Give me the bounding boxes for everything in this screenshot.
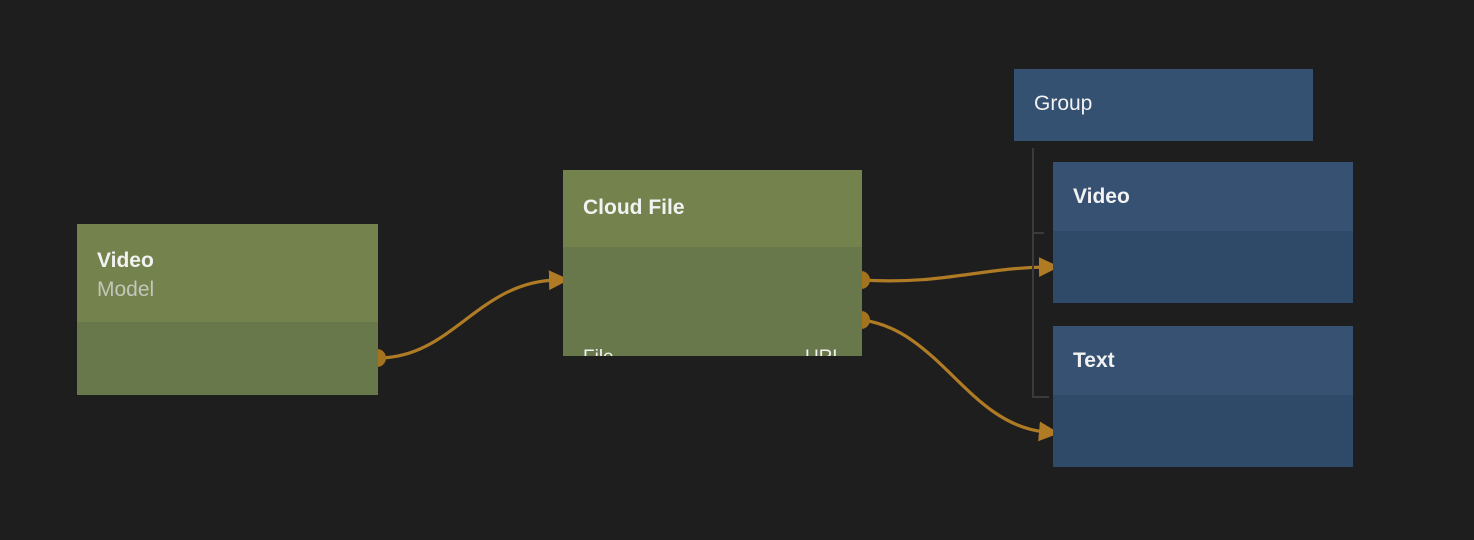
output-socket-label-url[interactable]: URL [805, 348, 843, 356]
node-text-scene-body: Text [1053, 395, 1353, 467]
node-cloud-file[interactable]: Cloud File File URL Name [563, 170, 862, 356]
node-video-scene-body: Source [1053, 231, 1353, 303]
node-text-scene-header[interactable]: Text [1053, 326, 1353, 395]
node-cloud-file-body: File URL Name [563, 247, 862, 356]
node-video-model-subtitle: Model [97, 279, 154, 300]
node-video-scene-header[interactable]: Video [1053, 162, 1353, 231]
node-video-model-body: file [77, 322, 378, 395]
node-video-scene-title: Video [1073, 186, 1130, 207]
node-video-model-title: Video [97, 250, 154, 271]
tree-trunk-line [1032, 148, 1034, 398]
node-cloud-file-header[interactable]: Cloud File [563, 170, 862, 247]
node-video-scene[interactable]: Video Source [1053, 162, 1353, 303]
node-group-title: Group [1034, 93, 1092, 114]
node-group[interactable]: Group [1014, 69, 1313, 141]
node-video-model-header[interactable]: Video Model [77, 224, 378, 322]
connection-url-to-source [862, 267, 1046, 281]
connection-name-to-text [862, 320, 1046, 432]
node-text-scene-title: Text [1073, 350, 1115, 371]
node-video-model[interactable]: Video Model file [77, 224, 378, 395]
input-socket-label-file[interactable]: File [583, 348, 614, 356]
node-text-scene[interactable]: Text Text [1053, 326, 1353, 467]
connection-file-to-cloudfile [378, 280, 556, 358]
tree-branch-video [1032, 232, 1044, 234]
node-cloud-file-title: Cloud File [583, 197, 685, 218]
tree-branch-text [1032, 396, 1049, 398]
